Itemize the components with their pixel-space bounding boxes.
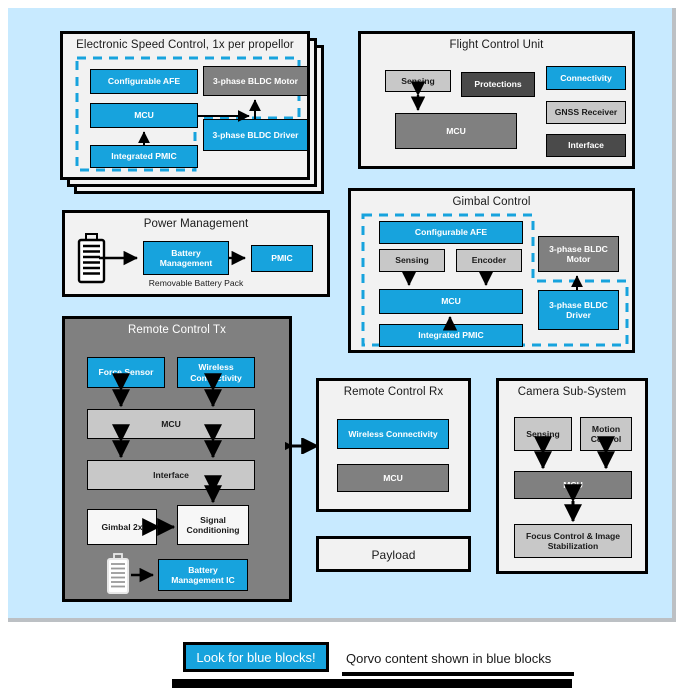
- battery-icon-small: [107, 553, 129, 594]
- gimbal-panel-title: Gimbal Control: [452, 196, 531, 208]
- fcu-block-gnss-receiver[interactable]: GNSS Receiver: [546, 101, 626, 124]
- gimbal-block-configurable-afe[interactable]: Configurable AFE: [379, 221, 523, 244]
- power-panel-title: Power Management: [143, 218, 249, 230]
- rctx-panel-title: Remote Control Tx: [128, 324, 226, 336]
- rctx-block-signal-conditioning[interactable]: Signal Conditioning: [177, 505, 249, 545]
- rctx-block-battery-management-ic[interactable]: Battery Management IC: [158, 559, 248, 591]
- battery-icon: [77, 233, 106, 284]
- esc-block-bldc-driver[interactable]: 3-phase BLDC Driver: [203, 119, 308, 151]
- esc-panel-title: Electronic Speed Control, 1x per propell…: [76, 39, 294, 51]
- rctx-block-gimbal-2x[interactable]: Gimbal 2x: [87, 509, 157, 545]
- esc-block-configurable-afe[interactable]: Configurable AFE: [90, 69, 198, 94]
- gimbal-block-bldc-driver[interactable]: 3-phase BLDC Driver: [538, 290, 619, 330]
- panel-camera-sub-system[interactable]: Camera Sub-System Sensing Motion Control…: [496, 378, 648, 574]
- payload-panel-title: Payload: [371, 548, 416, 562]
- rctx-block-force-sensor[interactable]: Force Sensor: [87, 357, 165, 388]
- legend-note: Qorvo content shown in blue blocks: [346, 651, 552, 666]
- power-caption: Removable Battery Pack: [148, 278, 244, 288]
- rctx-block-interface[interactable]: Interface: [87, 460, 255, 490]
- esc-block-integrated-pmic[interactable]: Integrated PMIC: [90, 145, 198, 168]
- legend-blue-chip[interactable]: Look for blue blocks!: [183, 642, 329, 672]
- rcrx-block-wireless-connectivity[interactable]: Wireless Connectivity: [337, 419, 449, 449]
- legend-underline: [342, 672, 574, 676]
- tx-rx-link-arrow: [285, 438, 320, 454]
- panel-flight-control-unit[interactable]: Flight Control Unit Sensing Protections …: [358, 31, 635, 169]
- legend-bottom-bar: [172, 679, 572, 688]
- fcu-block-sensing[interactable]: Sensing: [385, 70, 451, 92]
- gimbal-block-integrated-pmic[interactable]: Integrated PMIC: [379, 324, 523, 347]
- fcu-block-connectivity[interactable]: Connectivity: [546, 66, 626, 90]
- rctx-block-mcu[interactable]: MCU: [87, 409, 255, 439]
- gimbal-block-encoder[interactable]: Encoder: [456, 249, 522, 272]
- panel-remote-control-tx[interactable]: Remote Control Tx Force Sensor Wireless …: [62, 316, 292, 602]
- esc-block-bldc-motor[interactable]: 3-phase BLDC Motor: [203, 66, 308, 96]
- power-block-battery-management[interactable]: Battery Management: [143, 241, 229, 275]
- camera-panel-title: Camera Sub-System: [517, 386, 627, 398]
- camera-block-sensing[interactable]: Sensing: [514, 417, 572, 451]
- rctx-block-wireless-connectivity[interactable]: Wireless Connectivity: [177, 357, 255, 388]
- camera-block-focus-control[interactable]: Focus Control & Image Stabilization: [514, 524, 632, 558]
- gimbal-block-sensing[interactable]: Sensing: [379, 249, 445, 272]
- rcrx-block-mcu[interactable]: MCU: [337, 464, 449, 492]
- gimbal-block-mcu[interactable]: MCU: [379, 289, 523, 314]
- panel-power-management[interactable]: Power Management Battery Management PMIC…: [62, 210, 330, 297]
- camera-block-mcu[interactable]: MCU: [514, 471, 632, 499]
- fcu-panel-title: Flight Control Unit: [449, 39, 544, 51]
- fcu-block-protections[interactable]: Protections: [461, 72, 535, 97]
- power-block-pmic[interactable]: PMIC: [251, 245, 313, 272]
- panel-payload[interactable]: Payload: [316, 536, 471, 572]
- gimbal-block-bldc-motor[interactable]: 3-phase BLDC Motor: [538, 236, 619, 272]
- panel-gimbal-control[interactable]: Gimbal Control Configurable AFE Sensing …: [348, 188, 635, 353]
- panel-remote-control-rx[interactable]: Remote Control Rx Wireless Connectivity …: [316, 378, 471, 512]
- fcu-block-interface[interactable]: Interface: [546, 134, 626, 157]
- fcu-block-mcu[interactable]: MCU: [395, 113, 517, 149]
- panel-electronic-speed-control[interactable]: Electronic Speed Control, 1x per propell…: [60, 31, 310, 180]
- rcrx-panel-title: Remote Control Rx: [343, 386, 444, 398]
- esc-block-mcu[interactable]: MCU: [90, 103, 198, 128]
- camera-block-motion-control[interactable]: Motion Control: [580, 417, 632, 451]
